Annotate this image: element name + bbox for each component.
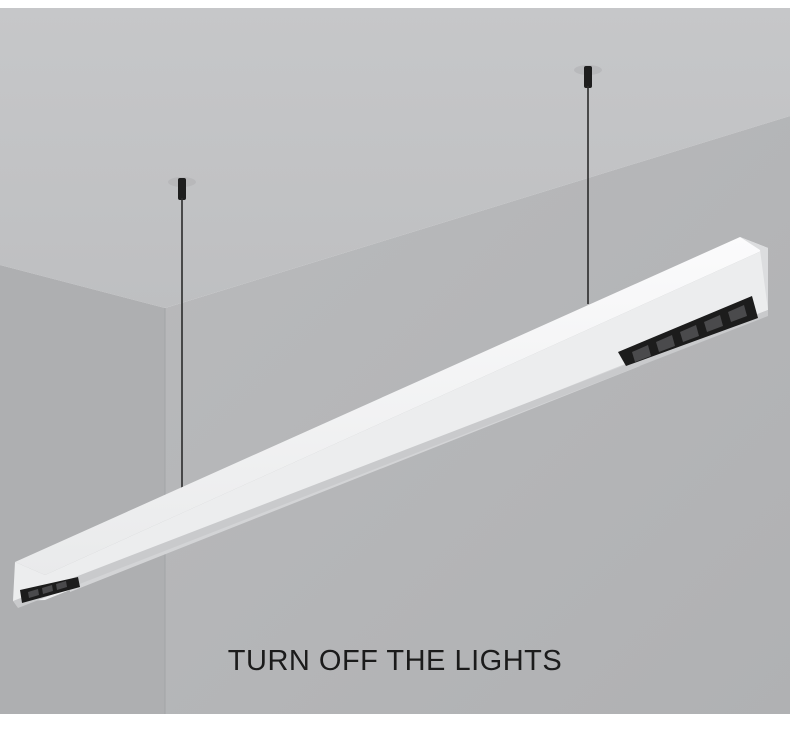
- fixture-end-cap: [740, 237, 768, 310]
- fixture-top-face: [15, 237, 768, 575]
- fixture-front-face: [13, 248, 768, 601]
- fixture-underside-shadow: [13, 310, 768, 608]
- ceiling: [0, 8, 790, 308]
- caption-text: TURN OFF THE LIGHTS: [227, 645, 563, 677]
- bottom-border: [0, 714, 790, 736]
- ceiling-mount-right: [584, 66, 592, 88]
- spotlight-cells-left: [28, 581, 67, 598]
- left-wall: [0, 265, 165, 714]
- spotlight-cells-right: [632, 305, 747, 362]
- top-border: [0, 0, 790, 8]
- ceiling-mount-left: [178, 178, 186, 200]
